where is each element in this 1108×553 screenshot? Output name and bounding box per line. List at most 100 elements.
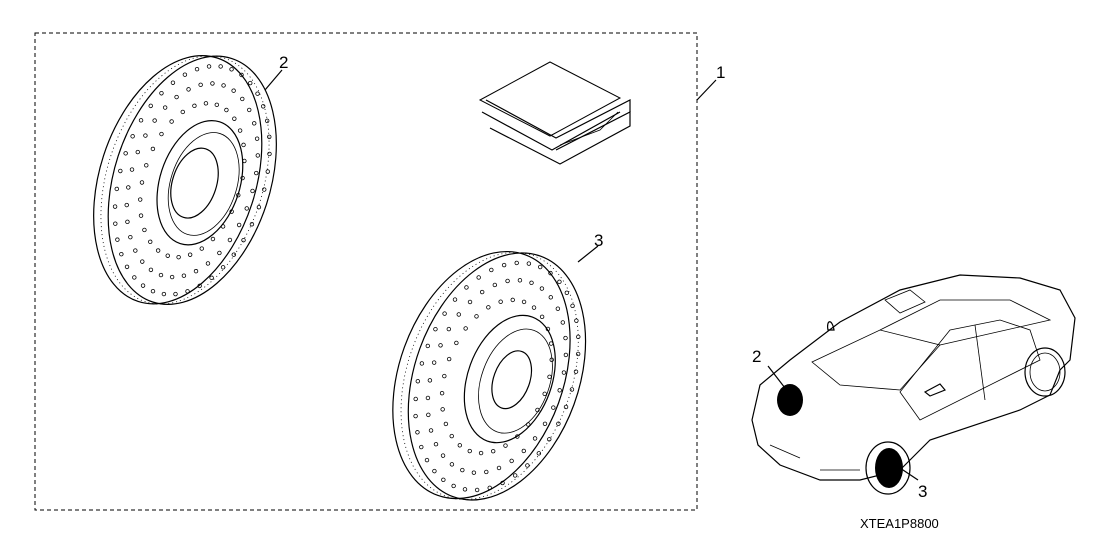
drill-hole [224, 107, 229, 113]
drill-hole [249, 222, 255, 227]
drill-hole [536, 451, 542, 456]
drill-hole [148, 267, 154, 273]
drill-hole [556, 421, 561, 426]
drill-hole [180, 109, 185, 115]
drill-hole [229, 67, 234, 72]
drill-hole [538, 264, 543, 270]
drill-hole [440, 407, 445, 412]
drill-hole [563, 335, 568, 341]
drill-hole [250, 188, 255, 194]
drill-hole [428, 428, 434, 433]
drill-hole [133, 248, 138, 253]
drill-hole [474, 487, 480, 493]
drill-hole [548, 295, 554, 300]
drill-hole [150, 289, 156, 294]
rear-rotor-leader-line [577, 245, 599, 263]
drill-hole [462, 487, 468, 492]
drill-hole [474, 314, 479, 319]
drill-hole [137, 197, 143, 202]
drill-hole [551, 405, 556, 410]
drill-hole [563, 404, 569, 410]
drill-hole [535, 407, 540, 413]
drill-hole [129, 167, 135, 172]
drill-hole [512, 473, 518, 478]
drill-hole [426, 412, 431, 418]
drill-hole [498, 299, 503, 304]
drill-hole [532, 436, 538, 441]
drill-hole [449, 433, 454, 439]
drill-hole [452, 297, 458, 302]
drill-hole [442, 373, 447, 379]
drill-hole [510, 297, 515, 303]
drill-hole [209, 275, 214, 280]
drill-hole [237, 128, 243, 133]
drill-hole [505, 278, 510, 284]
rear-rotor-label: 3 [594, 231, 603, 250]
drill-hole [419, 444, 424, 450]
drill-hole [248, 80, 253, 86]
drill-hole [218, 64, 223, 69]
drill-hole [247, 107, 252, 113]
kit-boundary-box [34, 32, 698, 511]
drill-hole [471, 470, 477, 475]
drill-hole [446, 326, 452, 332]
drill-hole [431, 360, 437, 365]
drill-hole [489, 267, 494, 273]
drill-hole [521, 299, 527, 305]
drill-hole [113, 221, 118, 226]
wheel-rotor-location-marker [875, 448, 903, 488]
car-wheel-label: 3 [918, 482, 927, 501]
car-wheel-leader-line [899, 467, 919, 481]
drill-hole [449, 462, 455, 467]
drill-hole [441, 477, 446, 482]
drill-hole [205, 261, 211, 266]
drill-hole [254, 136, 260, 141]
drill-hole [557, 388, 562, 393]
kit-label: 1 [716, 63, 725, 82]
drill-hole [561, 370, 567, 375]
drill-hole [413, 396, 418, 402]
drill-hole [463, 326, 468, 331]
drill-hole [267, 151, 272, 157]
drill-hole [486, 305, 491, 310]
drill-hole [214, 102, 219, 107]
drill-hole [484, 469, 489, 475]
drill-hole [124, 264, 130, 270]
drill-hole [241, 142, 246, 148]
drill-hole [236, 193, 241, 198]
drill-hole [162, 105, 168, 110]
drill-hole [503, 443, 508, 448]
drill-hole [169, 119, 174, 124]
drill-hole [500, 480, 505, 486]
drill-hole [255, 153, 261, 158]
front-rotor-location-marker [777, 384, 803, 416]
car-illustration [751, 274, 1076, 495]
drill-hole [176, 254, 181, 260]
drill-hole [220, 224, 226, 229]
drill-hole [515, 434, 520, 439]
drill-hole [170, 80, 176, 85]
drill-hole [439, 390, 445, 396]
drill-hole [254, 170, 259, 176]
drill-hole [242, 158, 247, 164]
drill-hole [148, 239, 153, 244]
drill-hole [526, 261, 532, 266]
drill-hole [138, 213, 144, 218]
drill-hole [419, 361, 425, 366]
drill-hole [231, 88, 236, 93]
drill-hole [182, 72, 188, 77]
drill-hole [114, 186, 119, 192]
drill-hole [415, 430, 420, 435]
drill-hole [438, 343, 443, 348]
drill-hole [467, 299, 473, 305]
drill-hole [496, 465, 502, 471]
car-front-label: 2 [752, 347, 761, 366]
drill-hole [509, 458, 514, 464]
drill-hole [240, 175, 245, 181]
drill-hole [118, 168, 123, 174]
drill-hole [140, 259, 145, 264]
drill-hole [138, 118, 144, 123]
rear-brake-rotor [392, 250, 587, 501]
drill-hole [460, 467, 465, 473]
drill-hole [487, 485, 492, 491]
